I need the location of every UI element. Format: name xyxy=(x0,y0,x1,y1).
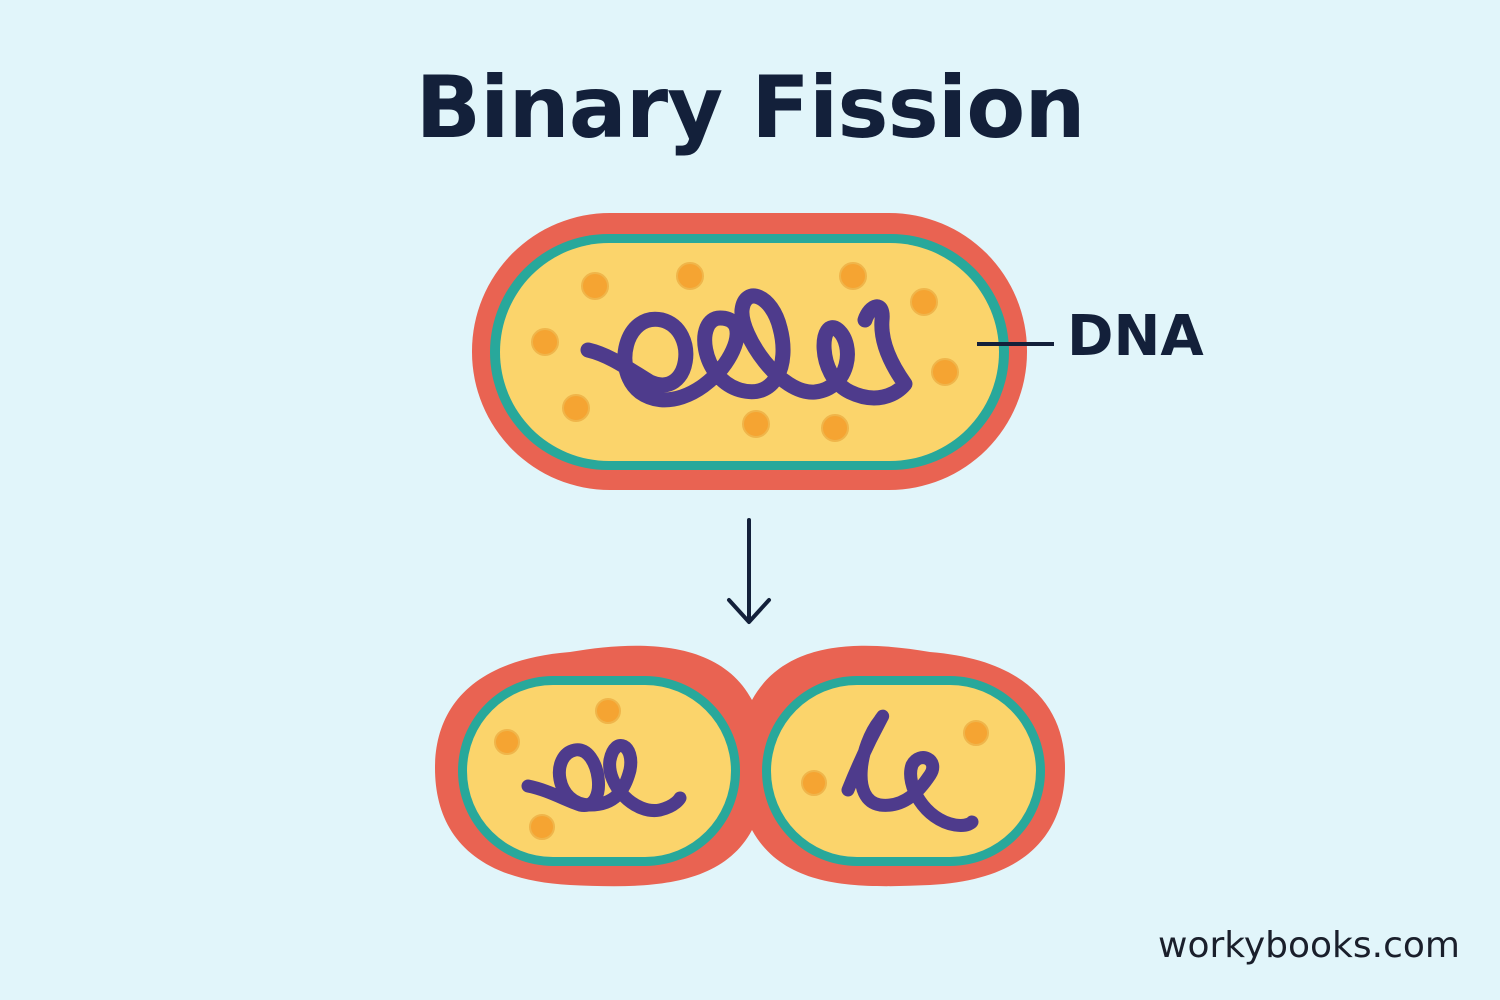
ribosome xyxy=(529,814,555,840)
right-dna-strand xyxy=(841,709,979,832)
ribosome xyxy=(595,698,621,724)
left-daughter-cell xyxy=(458,676,740,866)
ribosome xyxy=(931,358,959,386)
ribosome xyxy=(910,288,938,316)
ribosome xyxy=(742,410,770,438)
diagram-title: Binary Fission xyxy=(415,58,1085,158)
dna-label-text: DNA xyxy=(1067,304,1204,369)
ribosome xyxy=(531,328,559,356)
dna-label: DNA xyxy=(977,304,1204,369)
ribosome xyxy=(963,720,989,746)
ribosome xyxy=(801,770,827,796)
parent-ribosomes xyxy=(531,262,959,442)
ribosome xyxy=(676,262,704,290)
daughter-cells xyxy=(435,645,1065,887)
right-daughter-cell xyxy=(762,676,1045,866)
parent-cell xyxy=(472,213,1027,490)
parent-dna-strand xyxy=(580,288,913,408)
left-dna-strand xyxy=(521,739,687,817)
ribosome xyxy=(821,414,849,442)
ribosome xyxy=(581,272,609,300)
footer-credit: workybooks.com xyxy=(1158,925,1460,966)
ribosome xyxy=(562,394,590,422)
ribosome xyxy=(839,262,867,290)
ribosome xyxy=(494,729,520,755)
arrow-down-icon xyxy=(727,518,771,624)
